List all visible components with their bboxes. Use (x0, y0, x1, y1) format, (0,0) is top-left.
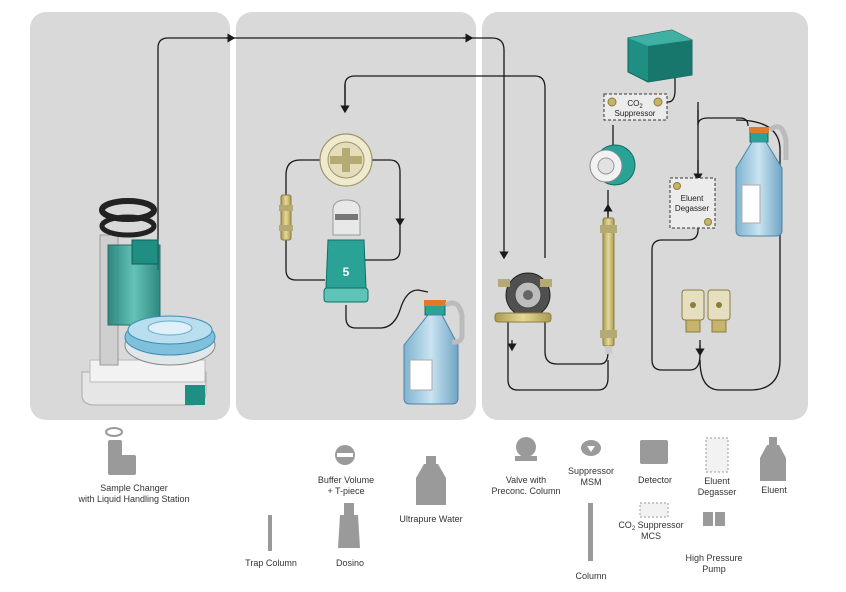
legend-eluent-label: Eluent (761, 485, 787, 495)
legend-high-pressure-pump-label-2: Pump (702, 564, 726, 574)
eluent-bottle (735, 124, 789, 237)
legend-detector-icon (640, 440, 668, 464)
legend-eluent-degasser-icon (705, 437, 729, 473)
legend-dosino-icon (338, 503, 360, 548)
legend-labels: Sample Changer with Liquid Handling Stat… (77, 466, 787, 581)
legend-high-pressure-pump-label-1: High Pressure (685, 553, 742, 563)
legend-sample-changer-icon (105, 427, 136, 475)
legend-ultrapure-water-icon (416, 456, 446, 505)
co2-suppressor-label: CO2 (627, 99, 643, 110)
legend-sample-changer-label-1: Sample Changer (100, 483, 168, 493)
legend-buffer-volume-label-1: Buffer Volume (318, 475, 374, 485)
legend-co2-suppressor-icon (639, 502, 669, 518)
legend-column-label: Column (575, 571, 606, 581)
legend-eluent-degasser-label-1: Eluent (704, 476, 730, 486)
legend-trap-column-icon (268, 515, 272, 551)
eluent-degasser-label-2: Degasser (675, 204, 710, 213)
legend-valve-icon (515, 437, 537, 461)
legend-suppressor-msm-label-1: Suppressor (568, 466, 614, 476)
legend-valve-label-2: Preconc. Column (491, 486, 560, 496)
detector-device (627, 29, 693, 83)
eluent-degasser-box: Eluent Degasser (669, 177, 716, 229)
legend-ultrapure-water-label: Ultrapure Water (399, 514, 462, 524)
high-pressure-pump (681, 289, 731, 333)
legend-detector-label: Detector (638, 475, 672, 485)
legend-buffer-volume-label-2: + T-piece (327, 486, 364, 496)
legend-suppressor-msm-label-2: MSM (581, 477, 602, 487)
legend-dosino-label: Dosino (336, 558, 364, 568)
legend-co2-suppressor-label-2: MCS (641, 531, 661, 541)
legend-column-icon (588, 503, 593, 561)
co2-suppressor-label-2: Suppressor (615, 109, 656, 118)
legend-high-pressure-pump-icon (703, 512, 725, 526)
legend-sample-changer-label-2: with Liquid Handling Station (77, 494, 189, 504)
co2-suppressor-box: CO2 Suppressor (603, 93, 668, 121)
buffer-volume-tpiece (319, 133, 373, 187)
suppressor-msm (589, 144, 636, 186)
tubing-lines (157, 33, 781, 391)
legend-buffer-volume-icon (335, 445, 355, 465)
sample-changer-device (81, 198, 216, 406)
legend-icons (105, 427, 786, 561)
legend-trap-column-label: Trap Column (245, 558, 297, 568)
ultrapure-water-bottle (403, 300, 465, 405)
separation-column (600, 217, 617, 354)
legend-suppressor-msm-icon (581, 440, 601, 456)
injection-valve (494, 272, 552, 323)
legend-eluent-icon (760, 437, 786, 481)
eluent-degasser-label-1: Eluent (681, 194, 704, 203)
trap-column-device (279, 194, 293, 241)
legend-eluent-degasser-label-2: Degasser (698, 487, 737, 497)
dosino-device: 5 (323, 199, 369, 303)
dosino-number: 5 (343, 265, 350, 279)
legend-valve-label-1: Valve with (506, 475, 546, 485)
legend-co2-suppressor-label-1: CO2 Suppressor (618, 520, 683, 532)
